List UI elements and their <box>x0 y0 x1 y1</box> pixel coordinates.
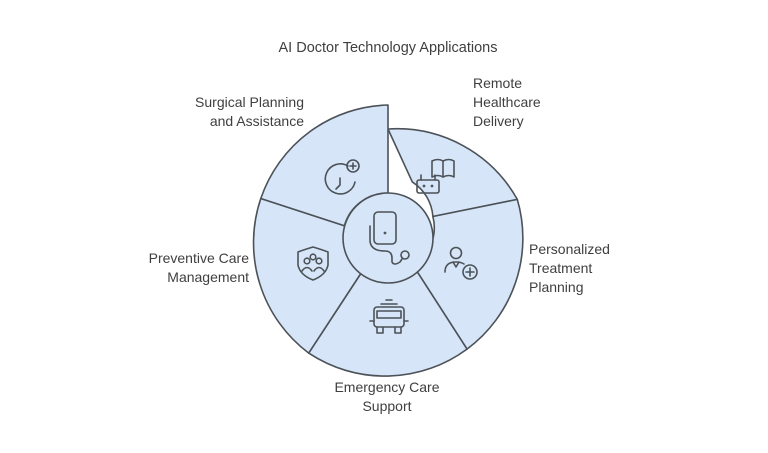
label-line: Support <box>362 398 411 414</box>
label-line: Healthcare <box>473 94 541 110</box>
phone-stethoscope-icon <box>369 211 410 265</box>
ambulance-icon <box>369 299 409 334</box>
label-personalized-treatment: Personalized Treatment Planning <box>529 241 610 295</box>
label-line: Preventive Care <box>149 250 250 266</box>
label-emergency-care: Emergency Care Support <box>334 379 439 414</box>
label-line: Surgical Planning <box>195 94 304 110</box>
label-line: Planning <box>529 279 584 295</box>
diagram-title: AI Doctor Technology Applications <box>279 40 498 56</box>
label-preventive-care: Preventive Care Management <box>149 250 250 285</box>
label-surgical-planning: Surgical Planning and Assistance <box>195 94 304 129</box>
label-line: Treatment <box>529 260 592 276</box>
personalized-treatment-icon <box>444 246 478 280</box>
center-hub <box>342 192 434 284</box>
label-remote-healthcare: Remote Healthcare Delivery <box>473 75 541 129</box>
surgical-timer-icon <box>324 159 360 195</box>
label-line: Delivery <box>473 113 524 129</box>
label-line: Personalized <box>529 241 610 257</box>
label-line: Management <box>167 269 249 285</box>
label-line: Emergency Care <box>334 379 439 395</box>
label-line: Remote <box>473 75 522 91</box>
family-shield-icon <box>297 246 329 281</box>
remote-healthcare-icon <box>416 158 455 194</box>
label-line: and Assistance <box>210 113 304 129</box>
